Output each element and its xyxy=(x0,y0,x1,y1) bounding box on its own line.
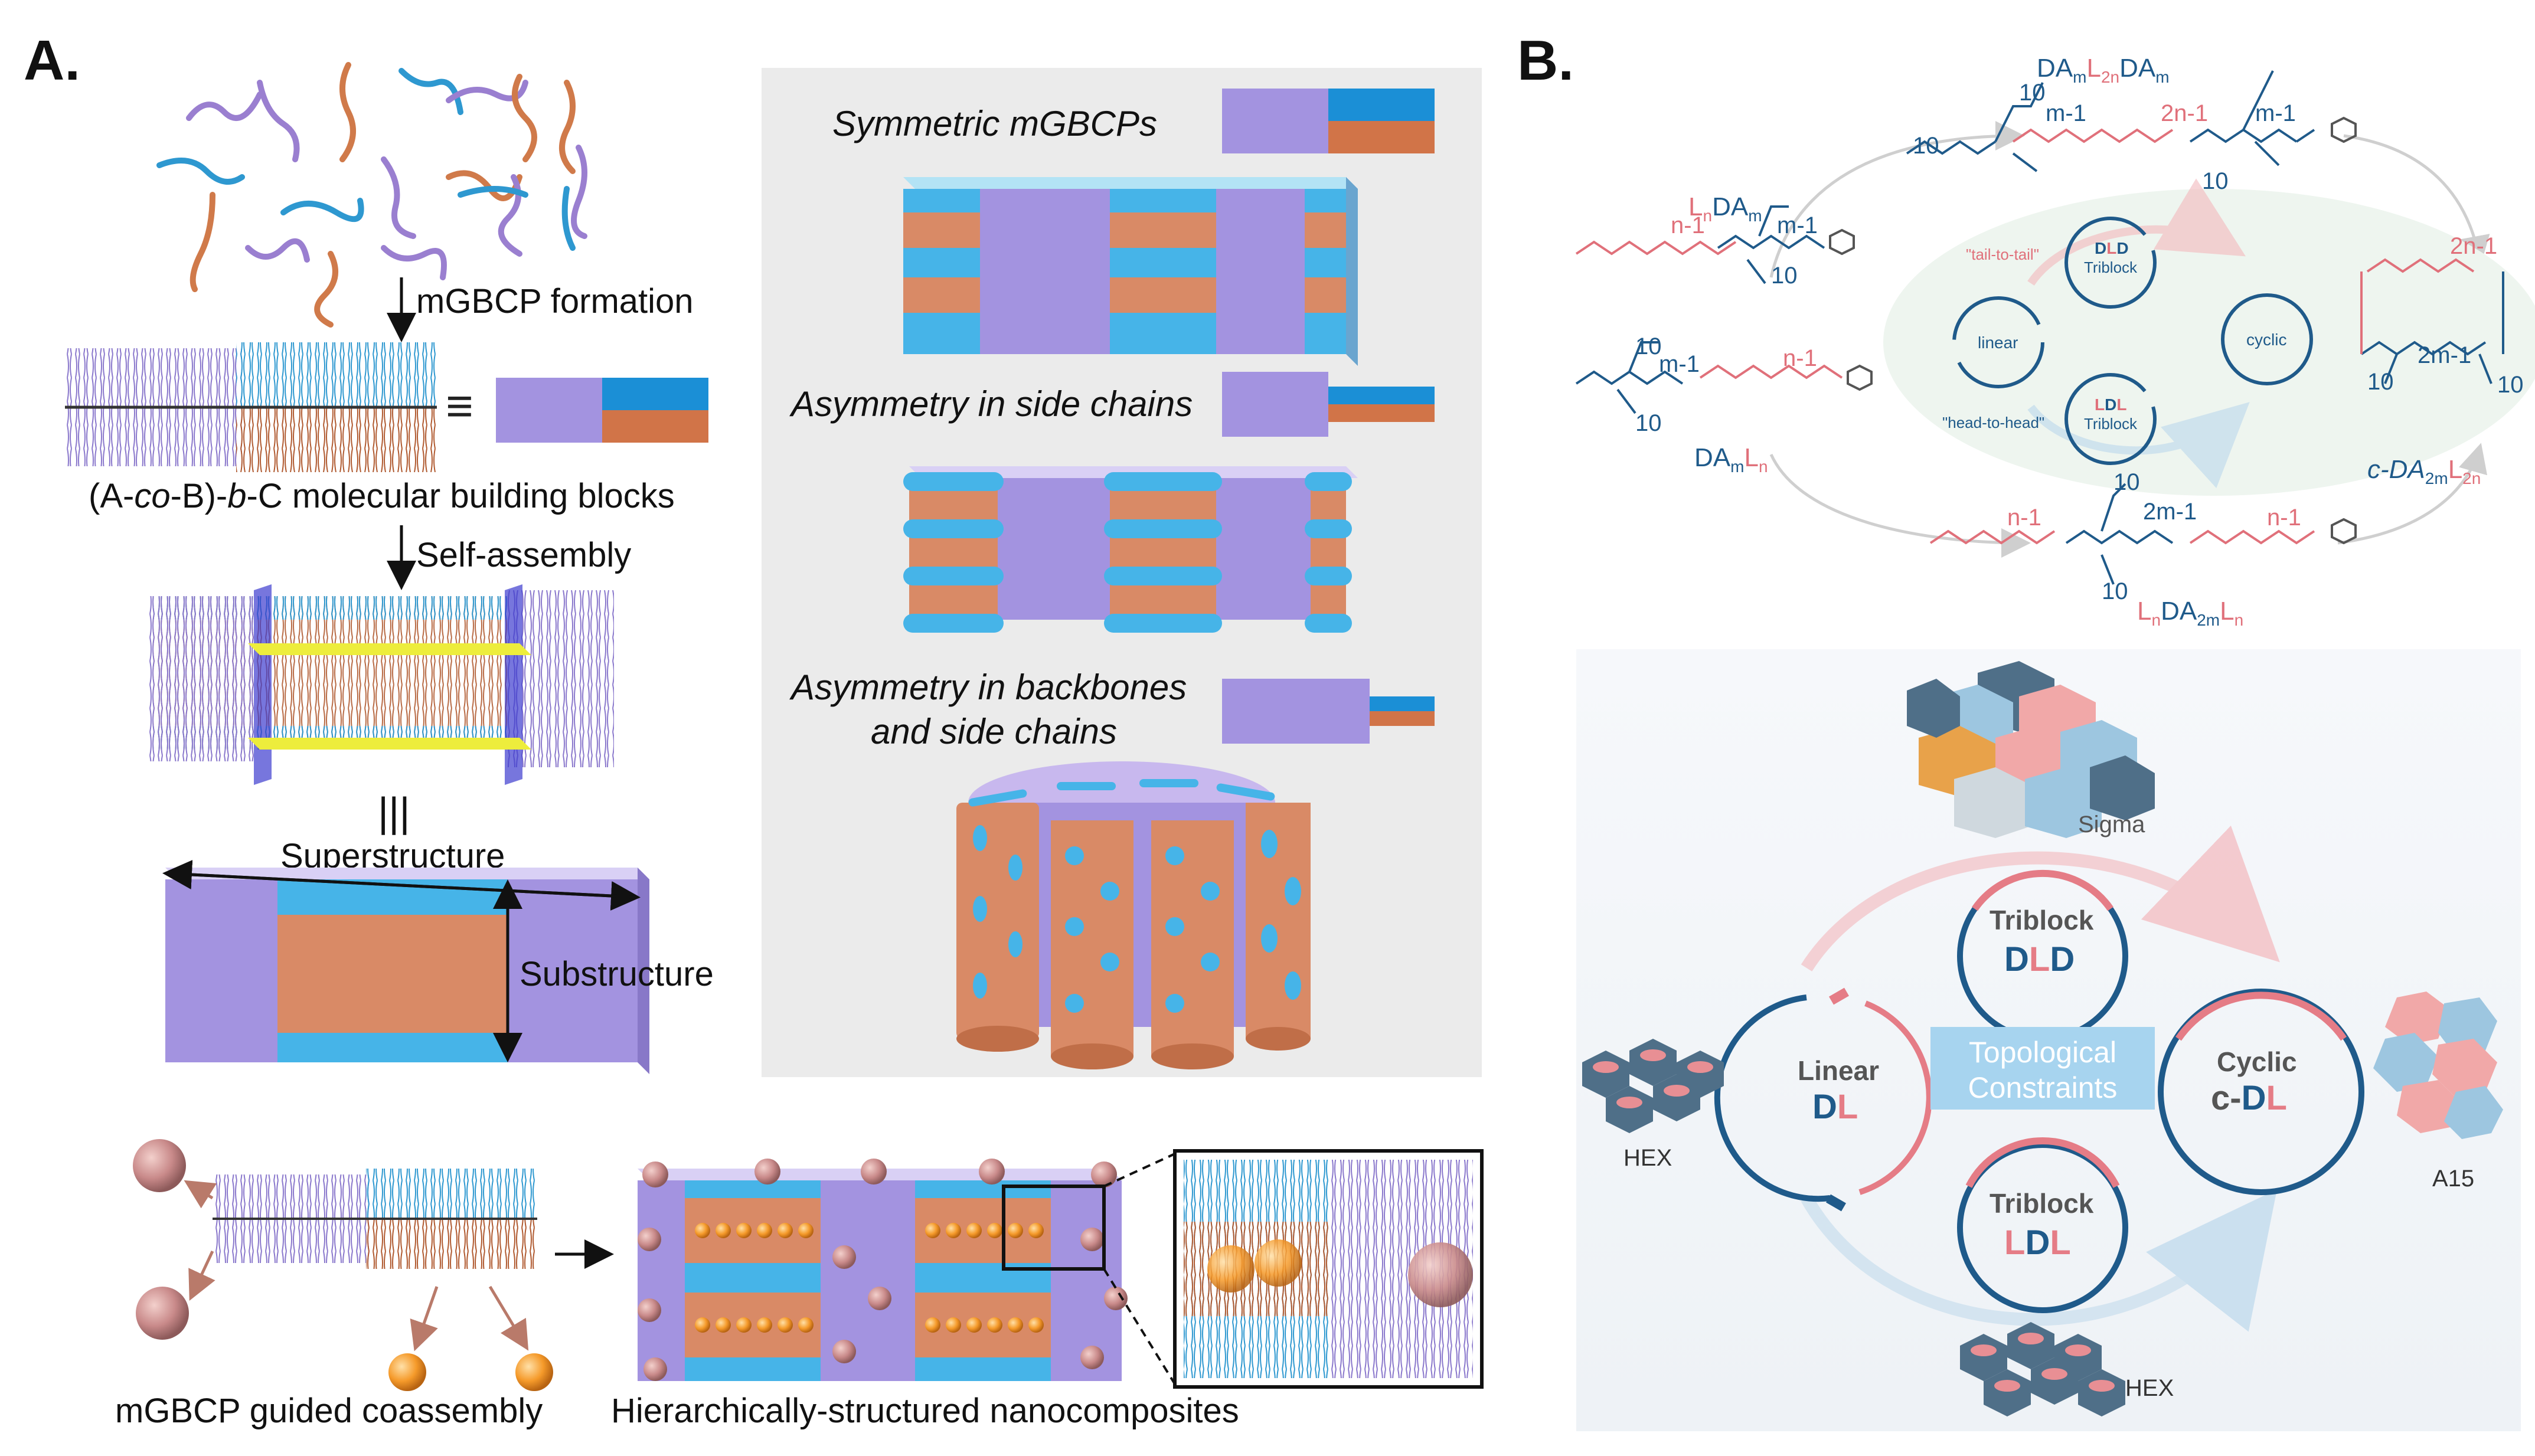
gold-nanoparticle xyxy=(515,1353,553,1391)
head-to-head-label: "head-to-head" xyxy=(1942,414,2044,431)
block-schematic xyxy=(496,378,708,443)
svg-text:10: 10 xyxy=(2202,168,2229,194)
svg-text:2m-1: 2m-1 xyxy=(2143,499,2197,525)
coassembly-label: mGBCP guided coassembly xyxy=(115,1392,543,1430)
cyclic-ring xyxy=(2158,989,2364,1195)
svg-text:m-1: m-1 xyxy=(2255,100,2296,126)
hex-bottom-array xyxy=(1960,1322,2125,1416)
formula-top: DAmL2nDAm xyxy=(2037,54,2170,86)
svg-text:n-1: n-1 xyxy=(1671,212,1705,238)
formula-right: c-DA2mL2n xyxy=(2367,455,2481,487)
svg-text:10: 10 xyxy=(2497,372,2524,398)
nanocomposite-block xyxy=(638,1159,1128,1381)
nanocomposites-label: Hierarchically-structured nanocomposites xyxy=(611,1392,1239,1430)
symmetric-schematic xyxy=(1222,89,1435,153)
formula-left-top: LnDAm xyxy=(1688,192,1762,225)
a15-label: A15 xyxy=(2432,1166,2474,1192)
svg-text:10: 10 xyxy=(2102,578,2128,604)
svg-text:m-1: m-1 xyxy=(1659,351,1700,377)
equals-symbol: ≡ xyxy=(446,379,473,432)
mini-ldl-word: Triblock xyxy=(2084,415,2138,433)
equiv-symbol: ||| xyxy=(378,789,410,835)
svg-text:10: 10 xyxy=(1771,263,1798,289)
nanoparticle-sphere xyxy=(133,1139,186,1192)
cyclic-word: Cyclic xyxy=(2217,1046,2297,1077)
step-self-assembly: Self-assembly xyxy=(416,536,631,574)
hex-left-array xyxy=(1582,1039,1724,1133)
zoom-inset xyxy=(1173,1149,1484,1389)
svg-text:10: 10 xyxy=(2367,369,2394,395)
mini-dld-ring xyxy=(2064,217,2157,309)
svg-text:10: 10 xyxy=(1635,410,1662,436)
tail-to-tail-label: "tail-to-tail" xyxy=(1966,246,2039,263)
cyclic-seq: c-DL xyxy=(2211,1079,2287,1117)
svg-text:2n-1: 2n-1 xyxy=(2450,233,2497,259)
triblock-ldl-word: Triblock xyxy=(1990,1188,2094,1219)
linear-seq: DL xyxy=(1812,1088,1858,1126)
substructure-label: Substructure xyxy=(520,955,714,993)
mini-dld-word: Triblock xyxy=(2084,259,2138,276)
mini-ldl-ring xyxy=(2064,373,2157,465)
svg-text:10: 10 xyxy=(1913,133,1939,159)
svg-text:10: 10 xyxy=(2019,80,2046,106)
self-assembled-bilayer xyxy=(148,584,614,785)
step-mgbcp-formation: mGBCP formation xyxy=(416,282,694,320)
molecular-brush xyxy=(65,342,437,472)
asym-side-chains-label: Asymmetry in side chains xyxy=(789,384,1193,424)
linear-ring xyxy=(1714,987,1932,1212)
svg-text:m-1: m-1 xyxy=(2046,100,2086,126)
mini-cyclic-label: cyclic xyxy=(2246,331,2286,349)
triblock-ldl-seq: LDL xyxy=(2004,1223,2071,1262)
hex-left-label: HEX xyxy=(1623,1145,1672,1171)
svg-text:2n-1: 2n-1 xyxy=(2161,100,2208,126)
triblock-dld-word: Triblock xyxy=(1990,905,2094,935)
nanoparticle-sphere xyxy=(136,1287,189,1340)
sigma-cluster xyxy=(1907,661,2155,838)
gold-nanoparticle xyxy=(388,1353,426,1391)
svg-text:n-1: n-1 xyxy=(1783,345,1817,371)
superstructure-block xyxy=(162,860,649,1074)
mini-linear-ring xyxy=(1952,296,2044,388)
mini-cyclic-ring xyxy=(2221,293,2313,385)
cylinder-block xyxy=(903,466,1358,633)
coassembly-brush xyxy=(213,1169,537,1269)
asym-backbone-label-2: and side chains xyxy=(871,712,1117,751)
cylinder-cluster xyxy=(956,761,1311,1069)
sigma-label: Sigma xyxy=(2078,812,2145,837)
formula-left-bottom: DAmLn xyxy=(1694,443,1768,476)
molecule-top xyxy=(1906,70,2357,172)
mini-ldl-seq: LDL xyxy=(2095,395,2126,414)
linear-word: Linear xyxy=(1798,1055,1879,1086)
building-blocks-label: (A-co-B)-b-C molecular building blocks xyxy=(89,477,675,515)
hex-bottom-label: HEX xyxy=(2125,1375,2174,1401)
topological-constraints-box xyxy=(1930,1027,2155,1110)
svg-text:n-1: n-1 xyxy=(2267,505,2301,531)
topological-constraints-line2: Constraints xyxy=(1968,1071,2118,1104)
panel-b-letter: B. xyxy=(1517,29,1574,92)
mini-linear-label: linear xyxy=(1978,333,2018,352)
formula-bottom: LnDA2mLn xyxy=(2137,597,2243,629)
symmetric-lamellar-block xyxy=(903,177,1358,366)
svg-text:10: 10 xyxy=(2113,469,2140,495)
mini-dld-seq: DLD xyxy=(2095,239,2129,257)
asym-side-schematic xyxy=(1222,372,1435,437)
topological-constraints-line1: Topological xyxy=(1969,1036,2116,1069)
svg-text:m-1: m-1 xyxy=(1777,212,1818,238)
triblock-dld-seq: DLD xyxy=(2004,940,2075,979)
svg-text:2m-1: 2m-1 xyxy=(2418,342,2471,368)
asym-backbone-label-1: Asymmetry in backbones xyxy=(789,668,1187,707)
a15-cluster xyxy=(2373,992,2503,1139)
svg-text:10: 10 xyxy=(1635,333,1662,359)
panel-a-letter: A. xyxy=(24,29,80,92)
triblock-ldl-ring xyxy=(1957,1137,2128,1313)
loose-polymer-chains xyxy=(156,62,587,328)
chem-scheme: DAmL2nDAm 10 10 10 m-1 2n-1 m-1 LnDAm xyxy=(1575,54,2535,629)
symmetric-mgbcps-label: Symmetric mGBCPs xyxy=(832,104,1157,143)
svg-text:n-1: n-1 xyxy=(2007,505,2041,531)
asym-backbone-schematic xyxy=(1222,679,1435,744)
